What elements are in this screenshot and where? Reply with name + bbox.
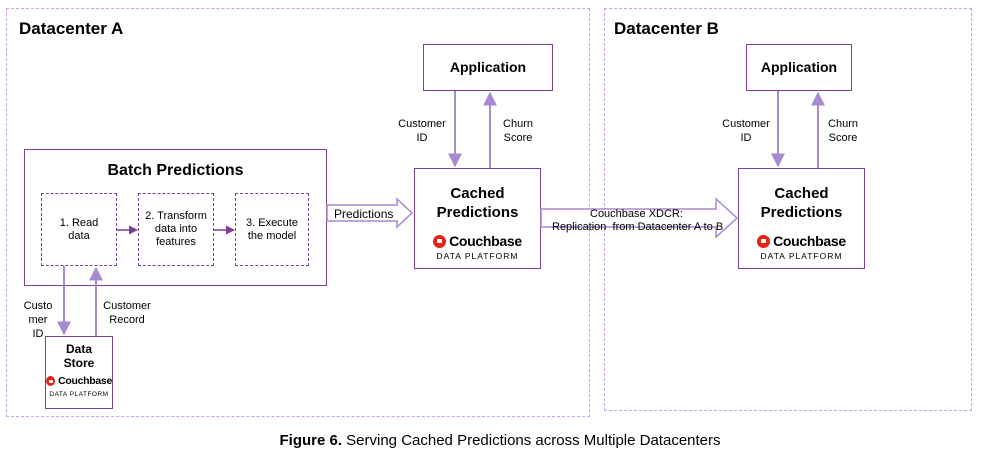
cached-predictions-a-title: Cached Predictions bbox=[436, 185, 519, 221]
datacenter-b-title: Datacenter B bbox=[614, 19, 719, 38]
couchbase-logo-icon bbox=[433, 234, 447, 248]
xdcr-label: Couchbase XDCR: bbox=[590, 208, 683, 220]
app-a-churn-score-label: Churn Score bbox=[503, 118, 533, 144]
datacenter-a-title: Datacenter A bbox=[19, 19, 124, 38]
customer-id-store-label: Custo mer ID bbox=[23, 300, 53, 340]
data-store-box: Data Store Couchbase DATA PLATFORM bbox=[45, 336, 113, 409]
couchbase-subtitle: DATA PLATFORM bbox=[760, 251, 843, 261]
cached-predictions-a-box: Cached Predictions Couchbase DATA PLATFO… bbox=[414, 168, 541, 269]
couchbase-wordmark: Couchbase bbox=[449, 233, 522, 249]
figure-caption: Figure 6. Serving Cached Predictions acr… bbox=[0, 432, 1000, 449]
couchbase-logo-icon bbox=[46, 376, 56, 386]
couchbase-subtitle: DATA PLATFORM bbox=[436, 251, 519, 261]
application-a-box: Application bbox=[423, 44, 553, 91]
application-a-title: Application bbox=[449, 59, 527, 75]
couchbase-wordmark: Couchbase bbox=[58, 375, 112, 387]
figure-caption-label: Figure 6. bbox=[279, 432, 342, 449]
application-b-box: Application bbox=[746, 44, 852, 91]
couchbase-subtitle: DATA PLATFORM bbox=[49, 391, 109, 398]
app-a-customer-id-label: Customer ID bbox=[398, 118, 446, 144]
figure-caption-text: Serving Cached Predictions across Multip… bbox=[342, 432, 721, 449]
xdcr-block-arrow bbox=[540, 197, 739, 239]
customer-record-label: Customer Record bbox=[103, 300, 151, 326]
couchbase-logo: Couchbase bbox=[739, 233, 864, 249]
step-execute-model: 3. Execute the model bbox=[235, 193, 309, 266]
step-read-data: 1. Read data bbox=[41, 193, 117, 266]
replication-label: Replication from Datacenter A to B bbox=[552, 221, 724, 233]
couchbase-logo: Couchbase bbox=[46, 375, 112, 387]
step-transform-data: 2. Transform data into features bbox=[138, 193, 214, 266]
app-b-customer-id-label: Customer ID bbox=[722, 118, 770, 144]
cached-predictions-b-box: Cached Predictions Couchbase DATA PLATFO… bbox=[738, 168, 865, 269]
couchbase-logo: Couchbase bbox=[415, 233, 540, 249]
predictions-label: Predictions bbox=[334, 207, 394, 221]
application-b-title: Application bbox=[760, 59, 838, 75]
app-b-churn-score-label: Churn Score bbox=[828, 118, 858, 144]
data-store-title: Data Store bbox=[63, 342, 95, 370]
predictions-block-arrow bbox=[326, 197, 414, 229]
batch-predictions-title: Batch Predictions bbox=[107, 162, 244, 179]
couchbase-logo-icon bbox=[757, 234, 771, 248]
cached-predictions-b-title: Cached Predictions bbox=[760, 185, 843, 221]
couchbase-wordmark: Couchbase bbox=[773, 233, 846, 249]
